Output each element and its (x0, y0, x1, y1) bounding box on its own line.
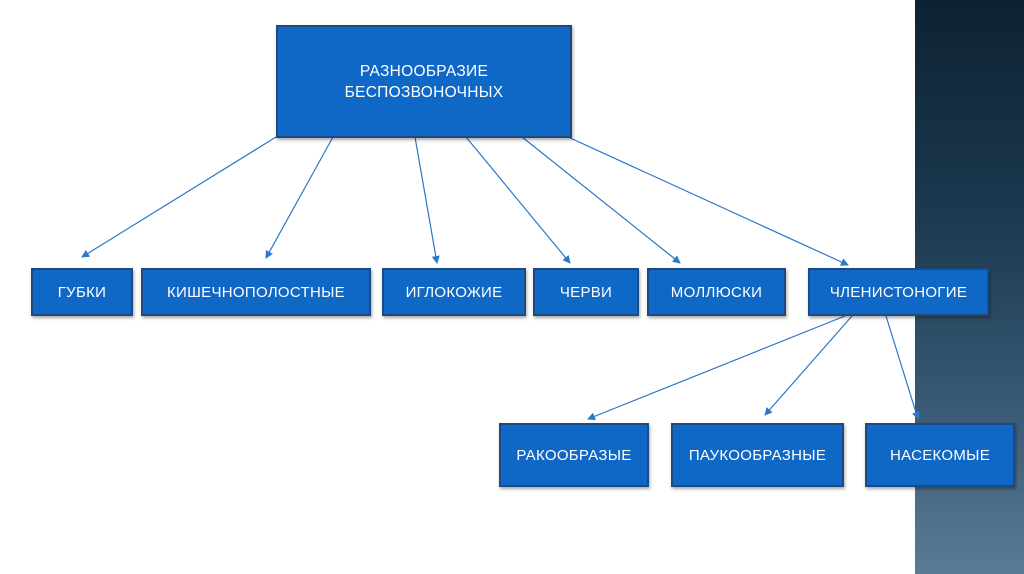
arrow-arthropods-nasekomye (885, 315, 920, 420)
arrow-root-gubki (81, 136, 277, 258)
node-paukoobraznye: ПАУКООБРАЗНЫЕ (671, 423, 844, 487)
node-chlenistonogie: ЧЛЕНИСТОНОГИЕ (808, 268, 989, 316)
arrow-arthropods-paukoobraznye (764, 315, 853, 416)
node-gubki: ГУБКИ (31, 268, 133, 316)
root-node: РАЗНООБРАЗИЕ БЕСПОЗВОНОЧНЫХ (276, 25, 572, 138)
node-rakoobraznye: РАКООБРАЗЫЕ (499, 423, 649, 487)
arrow-arthropods-rakoobraznye (587, 315, 846, 421)
arrow-root-chervi (465, 136, 571, 264)
node-chervi: ЧЕРВИ (533, 268, 639, 316)
root-title-line1: РАЗНООБРАЗИЕ (359, 62, 489, 80)
root-title-line2: БЕСПОЗВОНОЧНЫХ (344, 83, 504, 101)
arrow-root-chlenistonogie (567, 136, 849, 266)
arrow-root-kishechnopolostnye (265, 136, 334, 259)
node-kishechnopolostnye: КИШЕЧНОПОЛОСТНЫЕ (141, 268, 371, 316)
node-iglokozhie: ИГЛОКОЖИЕ (382, 268, 526, 316)
arrow-root-mollyuski (521, 136, 681, 264)
node-mollyuski: МОЛЛЮСКИ (647, 268, 786, 316)
node-nasekomye: НАСЕКОМЫЕ (865, 423, 1015, 487)
arrow-root-iglokozhie (414, 136, 440, 264)
